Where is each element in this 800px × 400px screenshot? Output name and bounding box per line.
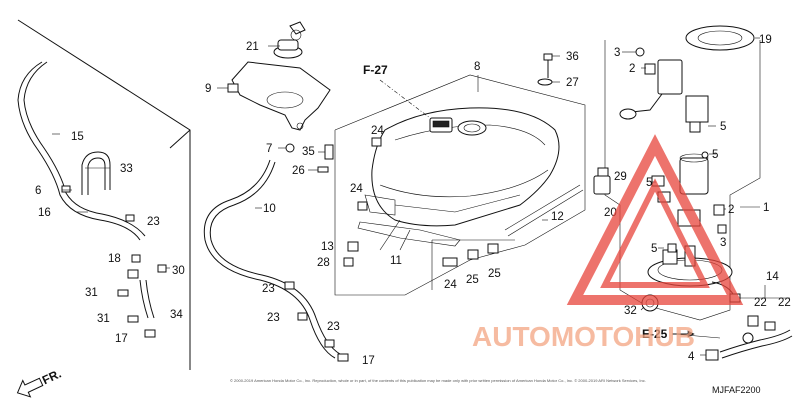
- callout-23: 23: [262, 283, 275, 295]
- callout-5: 5: [720, 121, 726, 133]
- callout-22: 22: [778, 297, 791, 309]
- callout-3: 3: [614, 47, 620, 59]
- watermark: AUTOMOTOHUB: [472, 134, 744, 352]
- callout-2: 2: [728, 204, 734, 216]
- section-references: F-27 E-25: [363, 63, 695, 341]
- callout-31: 31: [85, 287, 98, 299]
- tank-group-frame: [334, 74, 586, 296]
- left-panel-frame: [17, 19, 191, 370]
- callout-25: 25: [488, 268, 501, 280]
- callout-2: 2: [629, 63, 635, 75]
- callout-36: 36: [566, 51, 579, 63]
- fuel-cap: [273, 21, 306, 59]
- drain-hoses: [17, 61, 341, 359]
- callout-16: 16: [38, 207, 51, 219]
- callout-31: 31: [97, 313, 110, 325]
- callout-7: 7: [266, 143, 272, 155]
- front-direction-arrow: FR.: [16, 367, 63, 398]
- copyright-footer: © 2000-2019 American Honda Motor Co., In…: [230, 378, 646, 383]
- callout-15: 15: [71, 131, 84, 143]
- callout-9: 9: [205, 83, 211, 95]
- callout-28: 28: [317, 257, 330, 269]
- leader-lines: [52, 37, 790, 356]
- watermark-triangle-logo: [566, 134, 744, 305]
- callout-4: 4: [688, 351, 695, 363]
- upper-cover: [227, 61, 331, 131]
- callout-labels: 1 2 2 3 3 4 5 5 5 5 6 7 8 9 10 11 12 13 …: [35, 34, 791, 367]
- callout-21: 21: [246, 41, 259, 53]
- callout-17: 17: [115, 333, 128, 345]
- callout-33: 33: [120, 163, 133, 175]
- callout-30: 30: [172, 265, 185, 277]
- drawing-number: MJFAF2200: [712, 385, 761, 395]
- callout-23: 23: [267, 312, 280, 324]
- fuel-pump-unit: [619, 25, 793, 361]
- callout-13: 13: [321, 241, 334, 253]
- ref-e25: E-25: [642, 327, 668, 341]
- callout-11: 11: [390, 255, 402, 267]
- callout-35: 35: [302, 146, 315, 158]
- callout-24: 24: [444, 279, 457, 291]
- centre-small-parts: [343, 53, 611, 267]
- callout-6: 6: [35, 185, 41, 197]
- callout-18: 18: [108, 253, 121, 265]
- callout-3: 3: [720, 237, 726, 249]
- callout-23: 23: [147, 216, 160, 228]
- callout-27: 27: [566, 77, 579, 89]
- callout-34: 34: [170, 309, 183, 321]
- callout-17: 17: [362, 355, 375, 367]
- small-fittings: [61, 143, 349, 362]
- callout-22: 22: [754, 297, 767, 309]
- callout-32: 32: [624, 305, 637, 317]
- callout-5: 5: [651, 243, 657, 255]
- callout-25: 25: [466, 274, 479, 286]
- callout-1: 1: [763, 202, 769, 214]
- callout-26: 26: [292, 165, 305, 177]
- pump-group-frame: [604, 40, 761, 321]
- callout-23: 23: [327, 321, 340, 333]
- fuel-tank: [357, 107, 584, 251]
- callout-10: 10: [263, 203, 276, 215]
- callout-14: 14: [766, 271, 779, 283]
- callout-29: 29: [614, 171, 627, 183]
- callout-19: 19: [759, 34, 772, 46]
- callout-5: 5: [646, 177, 652, 189]
- callout-24: 24: [371, 125, 384, 137]
- callout-12: 12: [551, 211, 564, 223]
- callout-24: 24: [350, 183, 363, 195]
- fr-label: FR.: [40, 367, 63, 388]
- ref-f27: F-27: [363, 63, 388, 77]
- callout-8: 8: [474, 61, 480, 73]
- watermark-text: AUTOMOTOHUB: [472, 321, 695, 352]
- callout-5: 5: [712, 149, 718, 161]
